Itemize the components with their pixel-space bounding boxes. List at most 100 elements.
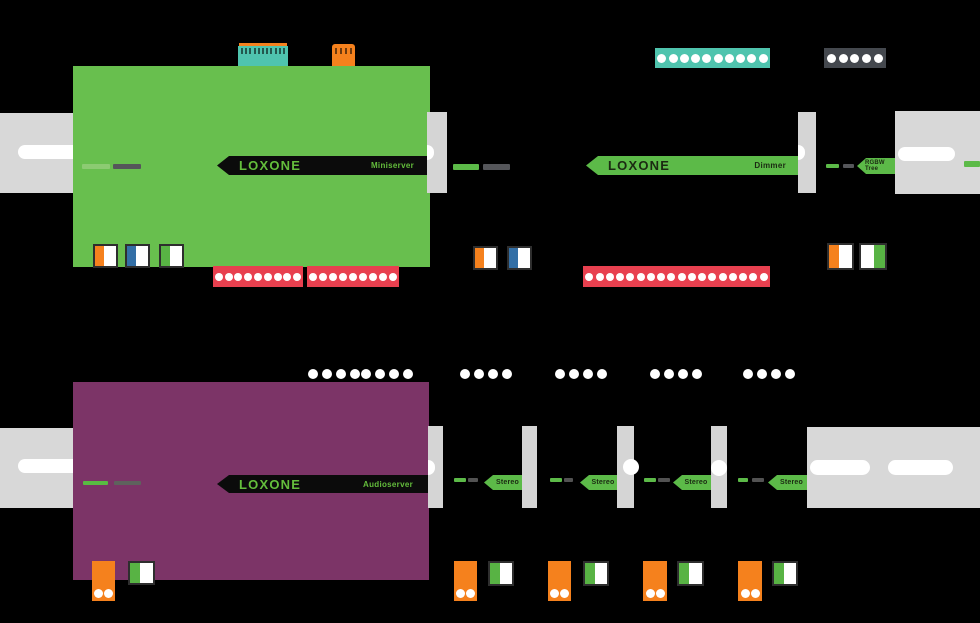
connector-color-fill xyxy=(509,248,519,268)
tree-link-dash-green xyxy=(550,478,562,482)
terminal-dot xyxy=(350,369,360,379)
terminal-dot xyxy=(349,272,357,281)
stereo3-speaker-plug xyxy=(643,561,667,601)
stereo1-top-terminals xyxy=(460,369,512,379)
stereo1-label-band: Stereo xyxy=(484,475,523,490)
din-rail-clip-stereo3 xyxy=(711,426,727,508)
tree-link-dash-gray xyxy=(752,478,764,482)
terminal-dot xyxy=(502,369,512,379)
terminal-dot xyxy=(403,369,413,379)
speaker-plug-terminals xyxy=(92,589,115,598)
terminal-dot xyxy=(736,53,746,63)
speaker-plug-terminals xyxy=(454,589,477,598)
terminal-dot xyxy=(253,272,262,281)
stereo3-connector-green-white xyxy=(677,561,704,586)
terminal-dot xyxy=(668,53,678,63)
audioserver-status-led xyxy=(114,481,141,485)
terminal-dot xyxy=(826,53,836,63)
terminal-dot xyxy=(605,272,614,281)
terminal-dot xyxy=(361,369,371,379)
dimmer-connector-blue-white xyxy=(507,246,532,270)
din-rail-slot xyxy=(18,459,80,473)
stereo-label: Stereo xyxy=(496,479,519,486)
terminal-dot xyxy=(655,589,665,598)
terminal-dot xyxy=(728,272,737,281)
rail-slot-end xyxy=(623,459,639,475)
terminal-dot xyxy=(474,369,484,379)
dimmer-connector-orange-white xyxy=(473,246,498,270)
connector-color-fill xyxy=(679,563,690,584)
terminal-dot xyxy=(850,53,860,63)
stereo2-speaker-plug xyxy=(548,561,571,601)
terminal-dot xyxy=(749,272,758,281)
connector-color-fill xyxy=(585,563,595,584)
miniserver-status-led xyxy=(113,164,141,169)
terminal-dot xyxy=(466,589,475,598)
terminal-dot xyxy=(677,272,686,281)
connector-pin xyxy=(249,48,252,54)
rail-slot-end xyxy=(798,145,805,160)
din-rail-slot xyxy=(898,147,955,161)
terminal-dot xyxy=(319,272,327,281)
terminal-dot xyxy=(667,272,676,281)
terminal-dot xyxy=(583,369,593,379)
dimmer-top-terminal-strip xyxy=(655,48,770,68)
connector-pin xyxy=(241,48,243,54)
din-rail-top-left xyxy=(0,113,82,193)
terminal-dot xyxy=(555,369,565,379)
terminal-dot xyxy=(702,53,712,63)
tree-link-dash-gray xyxy=(564,478,573,482)
din-rail-bottom-right xyxy=(807,427,980,508)
terminal-dot xyxy=(389,369,399,379)
terminal-dot xyxy=(646,272,655,281)
connector-pin xyxy=(274,48,277,54)
din-rail-slot xyxy=(810,460,870,475)
stereo4-connector-green-white xyxy=(772,561,798,586)
terminal-dot xyxy=(293,272,302,281)
terminal-dot xyxy=(308,369,318,379)
terminal-dot xyxy=(874,53,884,63)
miniserver-connector-green-white xyxy=(159,244,184,268)
connector-pin xyxy=(270,48,273,54)
terminal-dot xyxy=(369,272,377,281)
connector-pin xyxy=(257,48,260,54)
audioserver-top-terminals-1 xyxy=(308,369,360,379)
terminal-dot xyxy=(645,589,655,598)
terminal-dot xyxy=(283,272,292,281)
loxone-logo: LOXONE xyxy=(608,158,671,173)
miniserver-label: Miniserver xyxy=(370,161,414,170)
miniserver-label-band: LOXONE Miniserver xyxy=(217,156,430,175)
dimmer-terminal-strip xyxy=(583,266,770,287)
connector-pin xyxy=(340,48,342,54)
terminal-dot xyxy=(657,53,667,63)
audioserver-connector-green-white xyxy=(128,561,155,585)
terminal-dot xyxy=(692,369,702,379)
tree-link-dash-gray xyxy=(843,164,854,168)
terminal-dot xyxy=(322,369,332,379)
terminal-dot xyxy=(560,589,569,598)
stereo4-speaker-plug xyxy=(738,561,762,601)
terminal-dot xyxy=(234,272,243,281)
terminal-dot xyxy=(862,53,872,63)
loxone-logo: LOXONE xyxy=(239,158,302,173)
terminal-dot xyxy=(595,272,604,281)
tree-link-dash-green xyxy=(454,478,466,482)
terminal-dot xyxy=(224,272,233,281)
stereo4-top-terminals xyxy=(743,369,795,379)
terminal-dot xyxy=(724,53,734,63)
audioserver-label: Audioserver xyxy=(363,479,413,489)
stereo1-speaker-plug xyxy=(454,561,477,601)
rail-slot-end xyxy=(427,145,434,160)
connector-pin xyxy=(261,48,264,54)
terminal-dot xyxy=(713,53,723,63)
connector-color-fill xyxy=(829,245,840,268)
dimmer-label: Dimmer xyxy=(754,161,786,170)
din-rail-clip-miniserver xyxy=(427,112,447,193)
connector-color-fill xyxy=(95,246,105,266)
connector-pin xyxy=(245,48,248,54)
terminal-dot xyxy=(691,53,701,63)
miniserver-terminal-strip-1 xyxy=(213,266,303,287)
audioserver-speaker-plug xyxy=(92,561,115,601)
din-rail-slot xyxy=(18,145,82,159)
